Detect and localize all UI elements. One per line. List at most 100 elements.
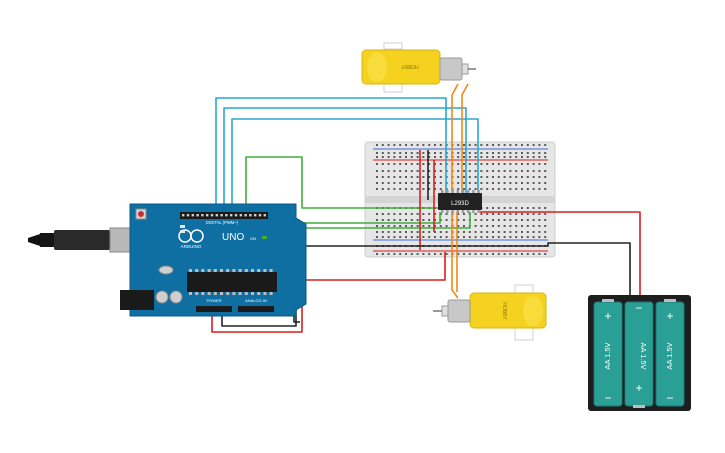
breadboard-hole[interactable] [538,188,541,190]
breadboard-hole[interactable] [526,225,529,227]
breadboard-hole[interactable] [410,231,413,233]
breadboard-hole[interactable] [428,170,431,172]
breadboard-hole[interactable] [399,152,402,154]
breadboard-hole[interactable] [463,219,465,221]
breadboard-hole[interactable] [381,188,384,190]
breadboard-hole[interactable] [410,152,413,154]
breadboard-hole[interactable] [457,188,460,190]
breadboard-hole[interactable] [463,213,465,215]
breadboard-hole[interactable] [434,163,436,165]
breadboard-hole[interactable] [428,213,431,215]
breadboard-hole[interactable] [503,182,506,184]
breadboard-hole[interactable] [492,163,494,165]
breadboard-hole[interactable] [486,152,489,154]
breadboard-hole[interactable] [515,253,518,255]
breadboard-hole[interactable] [492,231,494,233]
breadboard-hole[interactable] [422,231,425,233]
breadboard-hole[interactable] [416,188,419,190]
digital-pin[interactable] [210,214,214,217]
breadboard-hole[interactable] [376,236,378,238]
breadboard-hole[interactable] [486,236,489,238]
breadboard-hole[interactable] [503,144,506,146]
breadboard-hole[interactable] [544,182,547,184]
breadboard-hole[interactable] [486,225,489,227]
breadboard-hole[interactable] [474,144,477,146]
breadboard-hole[interactable] [428,152,431,154]
breadboard-hole[interactable] [376,144,378,146]
breadboard-hole[interactable] [474,163,477,165]
breadboard-hole[interactable] [393,213,396,215]
breadboard-hole[interactable] [532,213,535,215]
breadboard-hole[interactable] [509,156,512,158]
breadboard-hole[interactable] [376,163,378,165]
breadboard-hole[interactable] [381,231,384,233]
breadboard-hole[interactable] [480,156,483,158]
breadboard-hole[interactable] [399,225,402,227]
breadboard-hole[interactable] [509,225,512,227]
breadboard-hole[interactable] [468,170,471,172]
breadboard-hole[interactable] [428,144,431,146]
breadboard-hole[interactable] [387,213,390,215]
breadboard-hole[interactable] [381,170,384,172]
breadboard-hole[interactable] [457,163,460,165]
breadboard-hole[interactable] [468,182,471,184]
breadboard-hole[interactable] [538,156,541,158]
breadboard-hole[interactable] [416,156,419,158]
battery-cell[interactable]: +−AA 1.5V [655,299,685,407]
breadboard-hole[interactable] [497,219,500,221]
breadboard-hole[interactable] [538,182,541,184]
breadboard-hole[interactable] [486,144,489,146]
breadboard-hole[interactable] [463,144,465,146]
breadboard-hole[interactable] [532,236,535,238]
breadboard-hole[interactable] [416,170,419,172]
breadboard-hole[interactable] [474,236,477,238]
breadboard-hole[interactable] [532,176,535,178]
breadboard-hole[interactable] [492,156,494,158]
breadboard-hole[interactable] [503,156,506,158]
breadboard-hole[interactable] [526,170,529,172]
breadboard-hole[interactable] [410,144,413,146]
breadboard-hole[interactable] [521,207,523,209]
breadboard-hole[interactable] [538,236,541,238]
breadboard-hole[interactable] [422,236,425,238]
breadboard-hole[interactable] [526,219,529,221]
breadboard-hole[interactable] [439,163,442,165]
breadboard-hole[interactable] [376,213,378,215]
breadboard-hole[interactable] [405,152,407,154]
breadboard-hole[interactable] [405,219,407,221]
breadboard-hole[interactable] [521,176,523,178]
breadboard-hole[interactable] [416,182,419,184]
breadboard-hole[interactable] [405,236,407,238]
breadboard-hole[interactable] [434,170,436,172]
breadboard-hole[interactable] [428,188,431,190]
breadboard-hole[interactable] [381,225,384,227]
breadboard-hole[interactable] [381,156,384,158]
breadboard-hole[interactable] [422,219,425,221]
breadboard-hole[interactable] [439,152,442,154]
breadboard-hole[interactable] [457,236,460,238]
breadboard-hole[interactable] [544,219,547,221]
breadboard-hole[interactable] [509,144,512,146]
wire-red-battery[interactable] [480,211,641,298]
breadboard-hole[interactable] [381,236,384,238]
breadboard-hole[interactable] [422,253,425,255]
breadboard-hole[interactable] [405,188,407,190]
breadboard-hole[interactable] [439,156,442,158]
breadboard-hole[interactable] [480,152,483,154]
breadboard-hole[interactable] [486,156,489,158]
breadboard-hole[interactable] [422,152,425,154]
breadboard-hole[interactable] [526,213,529,215]
breadboard-hole[interactable] [503,219,506,221]
breadboard-hole[interactable] [497,225,500,227]
breadboard-hole[interactable] [410,176,413,178]
battery-pack[interactable]: +−AA 1.5V+−AA 1.5V+−AA 1.5V [588,295,691,411]
breadboard-hole[interactable] [492,236,494,238]
breadboard-hole[interactable] [474,219,477,221]
breadboard-hole[interactable] [492,207,494,209]
breadboard-hole[interactable] [526,231,529,233]
breadboard-hole[interactable] [509,176,512,178]
wire-orange-motor-top-2[interactable] [461,83,469,195]
breadboard-hole[interactable] [416,144,419,146]
digital-pin[interactable] [244,214,247,217]
breadboard-hole[interactable] [457,144,460,146]
